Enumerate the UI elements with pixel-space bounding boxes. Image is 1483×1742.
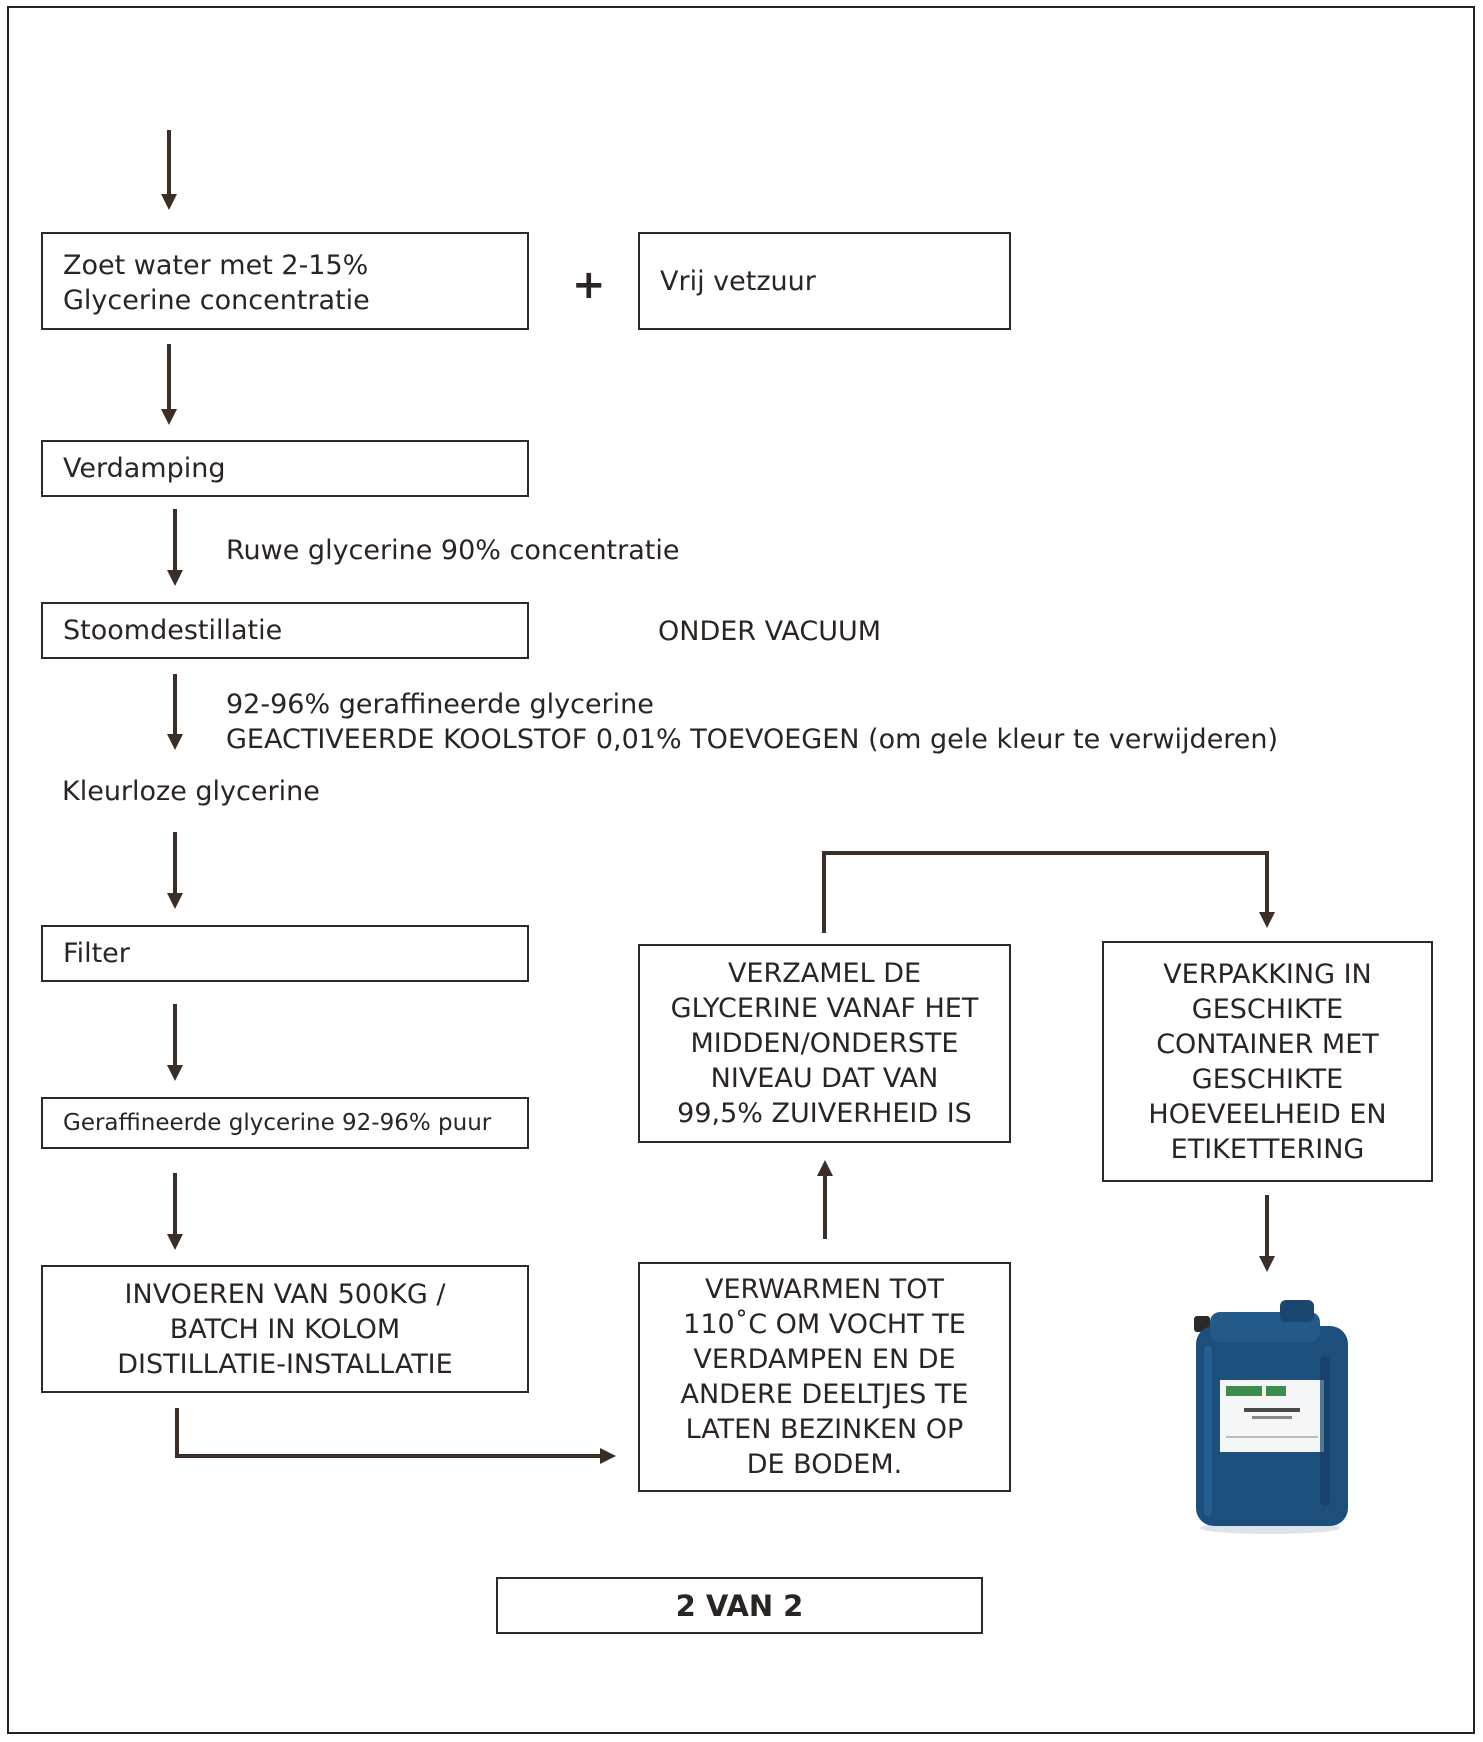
verwarmen-box: VERWARMEN TOT 110˚C OM VOCHT TE VERDAMPE…	[638, 1262, 1011, 1492]
page-frame	[7, 6, 1475, 1734]
filter-box: Filter	[41, 925, 529, 982]
geraffineerd-label-line1: 92-96% geraffineerde glycerine	[226, 689, 654, 720]
page-indicator: 2 VAN 2	[496, 1577, 983, 1634]
vrij-vetzuur-box: Vrij vetzuur	[638, 232, 1011, 330]
onder-vacuum-label: ONDER VACUUM	[658, 616, 882, 647]
blue-jerrycan-icon: Glycerine	[1180, 1296, 1360, 1536]
kleurloze-glycerine-label: Kleurloze glycerine	[62, 776, 320, 807]
geraffineerde-box: Geraffineerde glycerine 92-96% puur	[41, 1097, 529, 1149]
verpakking-box: VERPAKKING IN GESCHIKTE CONTAINER MET GE…	[1102, 941, 1433, 1182]
zoet-water-box: Zoet water met 2-15% Glycerine concentra…	[41, 232, 529, 330]
plus-sign: +	[572, 262, 606, 308]
stoomdestillatie-box: Stoomdestillatie	[41, 602, 529, 659]
invoeren-box: INVOEREN VAN 500KG / BATCH IN KOLOM DIST…	[41, 1265, 529, 1393]
verdamping-box: Verdamping	[41, 440, 529, 497]
koolstof-label: GEACTIVEERDE KOOLSTOF 0,01% TOEVOEGEN (o…	[226, 724, 1279, 755]
verzamel-box: VERZAMEL DE GLYCERINE VANAF HET MIDDEN/O…	[638, 944, 1011, 1143]
ruwe-glycerine-label: Ruwe glycerine 90% concentratie	[226, 535, 680, 566]
